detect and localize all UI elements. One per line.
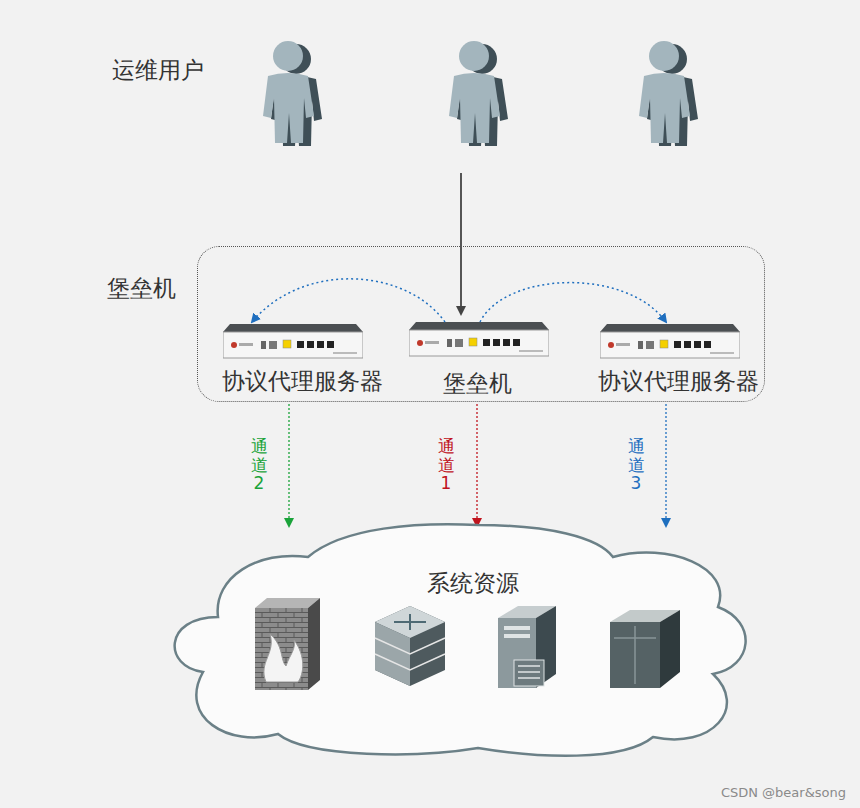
resource-cloud: 系统资源 (158, 522, 750, 758)
server-icon (498, 606, 556, 688)
node-label: 堡垒机 (405, 368, 550, 399)
storage-icon (610, 610, 680, 688)
channel-label: 通道3 (628, 437, 645, 493)
illustration-part (514, 660, 544, 686)
node-label: 运维用户 (112, 55, 204, 86)
illustration-part (639, 41, 698, 146)
illustration-part (660, 610, 680, 688)
bastion-group: 堡垒机协议代理服务器堡垒机协议代理服务器 (100, 246, 768, 404)
illustration-part (308, 598, 320, 690)
connector (665, 404, 666, 526)
illustration-part (614, 626, 656, 684)
illustration-part (263, 41, 322, 146)
watermark: CSDN @bear&song (721, 785, 846, 800)
firewall-icon (255, 598, 320, 690)
cloud-outline (158, 522, 750, 758)
resource-icons (255, 598, 680, 690)
connector (460, 173, 462, 314)
node-label: 协议代理服务器 (212, 366, 392, 397)
illustration-part (449, 41, 508, 146)
connector (252, 279, 445, 322)
channel-label: 通道1 (438, 437, 455, 493)
illustration-part (394, 614, 426, 630)
illustration-part (610, 622, 660, 688)
illustration-part (255, 608, 308, 690)
node-label: 堡垒机 (107, 273, 176, 304)
node-label: 协议代理服务器 (588, 366, 768, 397)
illustration-part (504, 634, 530, 638)
bastion-host: 堡垒机 (405, 318, 550, 402)
proxy-server: 协议代理服务器 (212, 318, 392, 402)
illustration-part (518, 666, 540, 678)
connector (288, 404, 289, 526)
illustration-part (504, 626, 530, 630)
connector (480, 283, 666, 322)
illustration-part (375, 638, 445, 670)
illustration-part (375, 622, 410, 686)
illustration-part (264, 634, 303, 682)
user-figures (263, 41, 698, 146)
router-icon (375, 606, 445, 686)
cloud-shape (175, 524, 746, 756)
illustration-part (375, 606, 445, 686)
illustration-part (223, 324, 363, 358)
proxy-server: 协议代理服务器 (588, 318, 768, 402)
channel-label: 通道2 (251, 437, 268, 493)
device-icons (223, 322, 740, 358)
illustration-part (409, 322, 549, 356)
illustration-part (600, 324, 740, 358)
connector (476, 404, 477, 526)
user-group: 运维用户 (100, 35, 720, 153)
node-label: 系统资源 (158, 568, 750, 599)
